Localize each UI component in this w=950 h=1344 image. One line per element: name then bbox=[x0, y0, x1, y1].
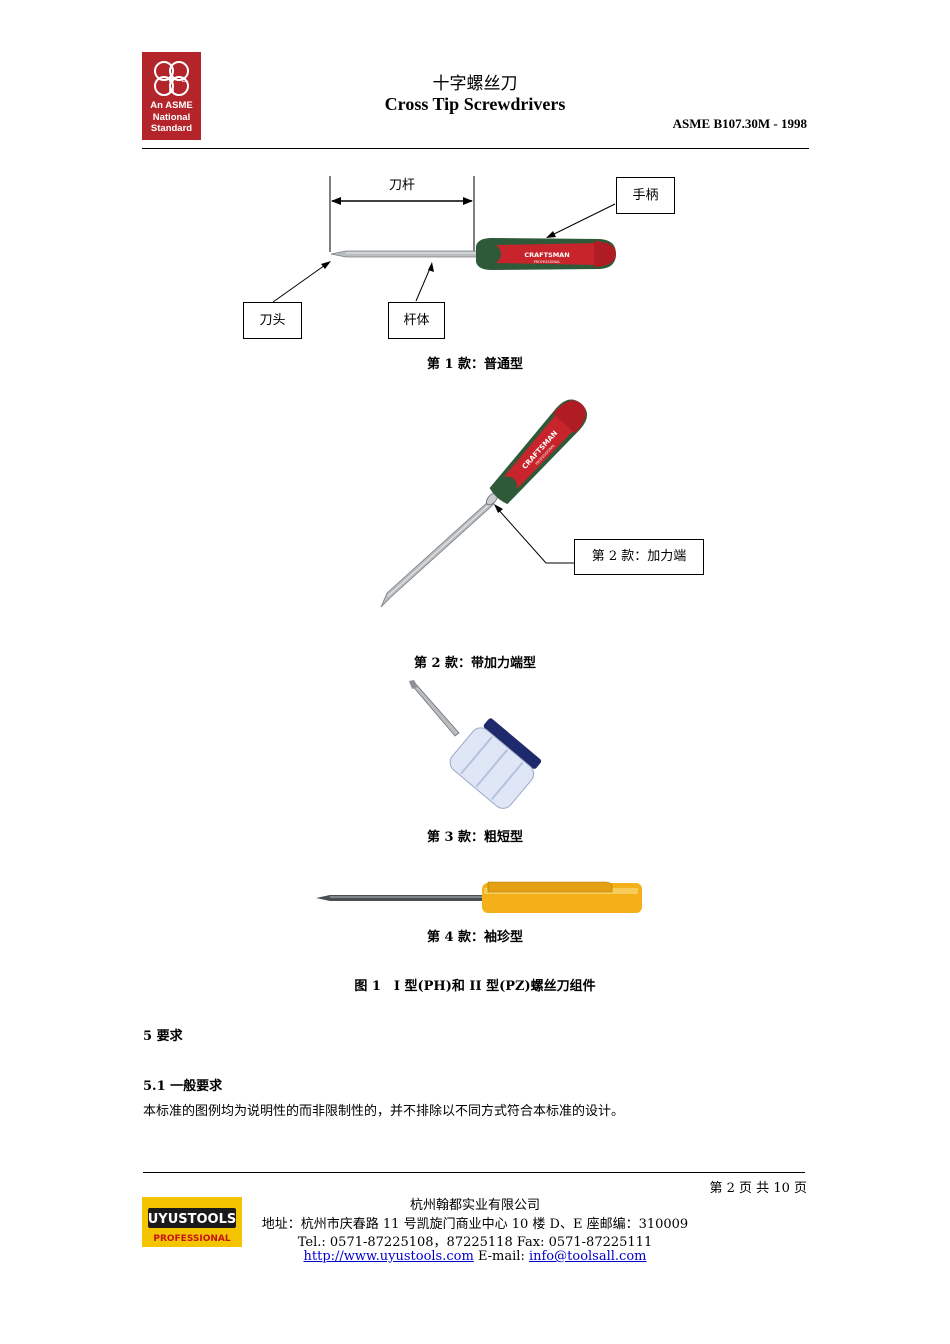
tip-shape bbox=[409, 680, 418, 689]
logo-letter: S bbox=[168, 75, 174, 85]
handle-end-cap bbox=[552, 400, 586, 434]
logo-line: National bbox=[152, 111, 191, 123]
section-5-1-heading: 5.1 一般要求 bbox=[143, 1079, 223, 1094]
shaft-shape bbox=[316, 895, 490, 901]
pocket-clip bbox=[487, 881, 613, 893]
shaft-shape bbox=[330, 250, 481, 258]
leader-tip bbox=[272, 262, 329, 303]
company-phone: Tel.: 0571-87225108，87225118 Fax: 0571-8… bbox=[297, 1235, 653, 1250]
uyustools-logo-icon: UYUSTOOLS PROFESSIONAL bbox=[142, 1197, 242, 1247]
handle-collar bbox=[483, 718, 542, 769]
dimension-arrow-left bbox=[331, 197, 341, 205]
shaft-shape bbox=[409, 681, 460, 737]
figure-style3-diagram bbox=[409, 680, 542, 809]
company-contact-line: http://www.uyustools.com E-mail: info@to… bbox=[0, 1249, 950, 1264]
figure-title: 图 1 I 型(PH)和 II 型(PZ)螺丝刀组件 bbox=[354, 979, 596, 994]
asme-clover-icon: A S M E bbox=[154, 61, 189, 96]
leader-shaft bbox=[415, 265, 432, 302]
page-info: 第 2 页 共 10 页 bbox=[709, 1181, 807, 1196]
handle-end-cap bbox=[594, 241, 616, 267]
title-english: Cross Tip Screwdrivers bbox=[384, 94, 566, 114]
handle-grip bbox=[496, 243, 611, 265]
dimension-arrow-right bbox=[463, 197, 473, 205]
logo-letter: M bbox=[168, 88, 174, 96]
leader-handle bbox=[547, 203, 616, 238]
website-link[interactable]: http://www.uyustools.com bbox=[303, 1249, 474, 1264]
header-divider bbox=[142, 148, 809, 149]
asme-logo: A S M E An ASME National Standard bbox=[142, 52, 201, 140]
section-5-1-paragraph: 本标准的图例均为说明性的而非限制性的，并不排除以不同方式符合本标准的设计。 bbox=[143, 1104, 625, 1119]
logo-letter: A bbox=[169, 64, 174, 72]
footer-divider bbox=[143, 1172, 805, 1173]
leader-tip-arrow bbox=[321, 261, 331, 269]
label-shaft: 杆体 bbox=[388, 302, 445, 339]
caption-style1: 第 1 款：普通型 bbox=[426, 357, 524, 372]
caption-style3: 第 3 款：粗短型 bbox=[426, 830, 524, 845]
label-bolster: 第 2 款：加力端 bbox=[574, 539, 704, 575]
standard-code: ASME B107.30M - 1998 bbox=[672, 116, 807, 131]
section-5-heading: 5 要求 bbox=[143, 1029, 183, 1044]
figure-style4-diagram bbox=[316, 881, 642, 913]
caption-style2: 第 2 款：带加力端型 bbox=[413, 656, 537, 671]
label-shank-length: 刀杆 bbox=[389, 178, 416, 193]
leader-bolster-arrow bbox=[494, 504, 503, 513]
leader-bolster bbox=[496, 507, 574, 564]
figure-style1-diagram: CRAFTSMAN PROFESSIONAL bbox=[272, 176, 616, 303]
logo-caption: An ASME National Standard bbox=[142, 100, 201, 135]
brand-subtext: PROFESSIONAL bbox=[534, 260, 561, 264]
logo-line: Standard bbox=[150, 123, 193, 134]
logo-line: An ASME bbox=[150, 100, 193, 111]
uyustools-logo: UYUSTOOLS PROFESSIONAL bbox=[142, 1197, 242, 1247]
label-handle: 手柄 bbox=[616, 177, 675, 214]
uyus-logo-subtext: PROFESSIONAL bbox=[153, 1234, 231, 1244]
title-chinese: 十字螺丝刀 bbox=[432, 74, 518, 94]
logo-letter: E bbox=[182, 76, 186, 84]
email-link[interactable]: info@toolsall.com bbox=[528, 1249, 647, 1264]
uyus-logo-text: UYUSTOOLS bbox=[148, 1212, 237, 1227]
label-tip: 刀头 bbox=[243, 302, 302, 339]
leader-handle-arrow bbox=[546, 231, 556, 238]
figure-style2-diagram: CRAFTSMAN PROFESSIONAL bbox=[380, 399, 588, 608]
leader-shaft-arrow bbox=[428, 262, 434, 272]
email-label: E-mail: bbox=[477, 1249, 529, 1264]
handle-grip bbox=[503, 406, 581, 489]
shaft-highlight bbox=[387, 502, 492, 597]
company-address: 地址：杭州市庆春路 11 号凯旋门商业中心 10 楼 D、E 座邮编：31000… bbox=[261, 1217, 689, 1232]
company-name: 杭州翰都实业有限公司 bbox=[409, 1198, 540, 1213]
caption-style4: 第 4 款：袖珍型 bbox=[426, 930, 524, 945]
brand-text: CRAFTSMAN bbox=[524, 251, 569, 259]
